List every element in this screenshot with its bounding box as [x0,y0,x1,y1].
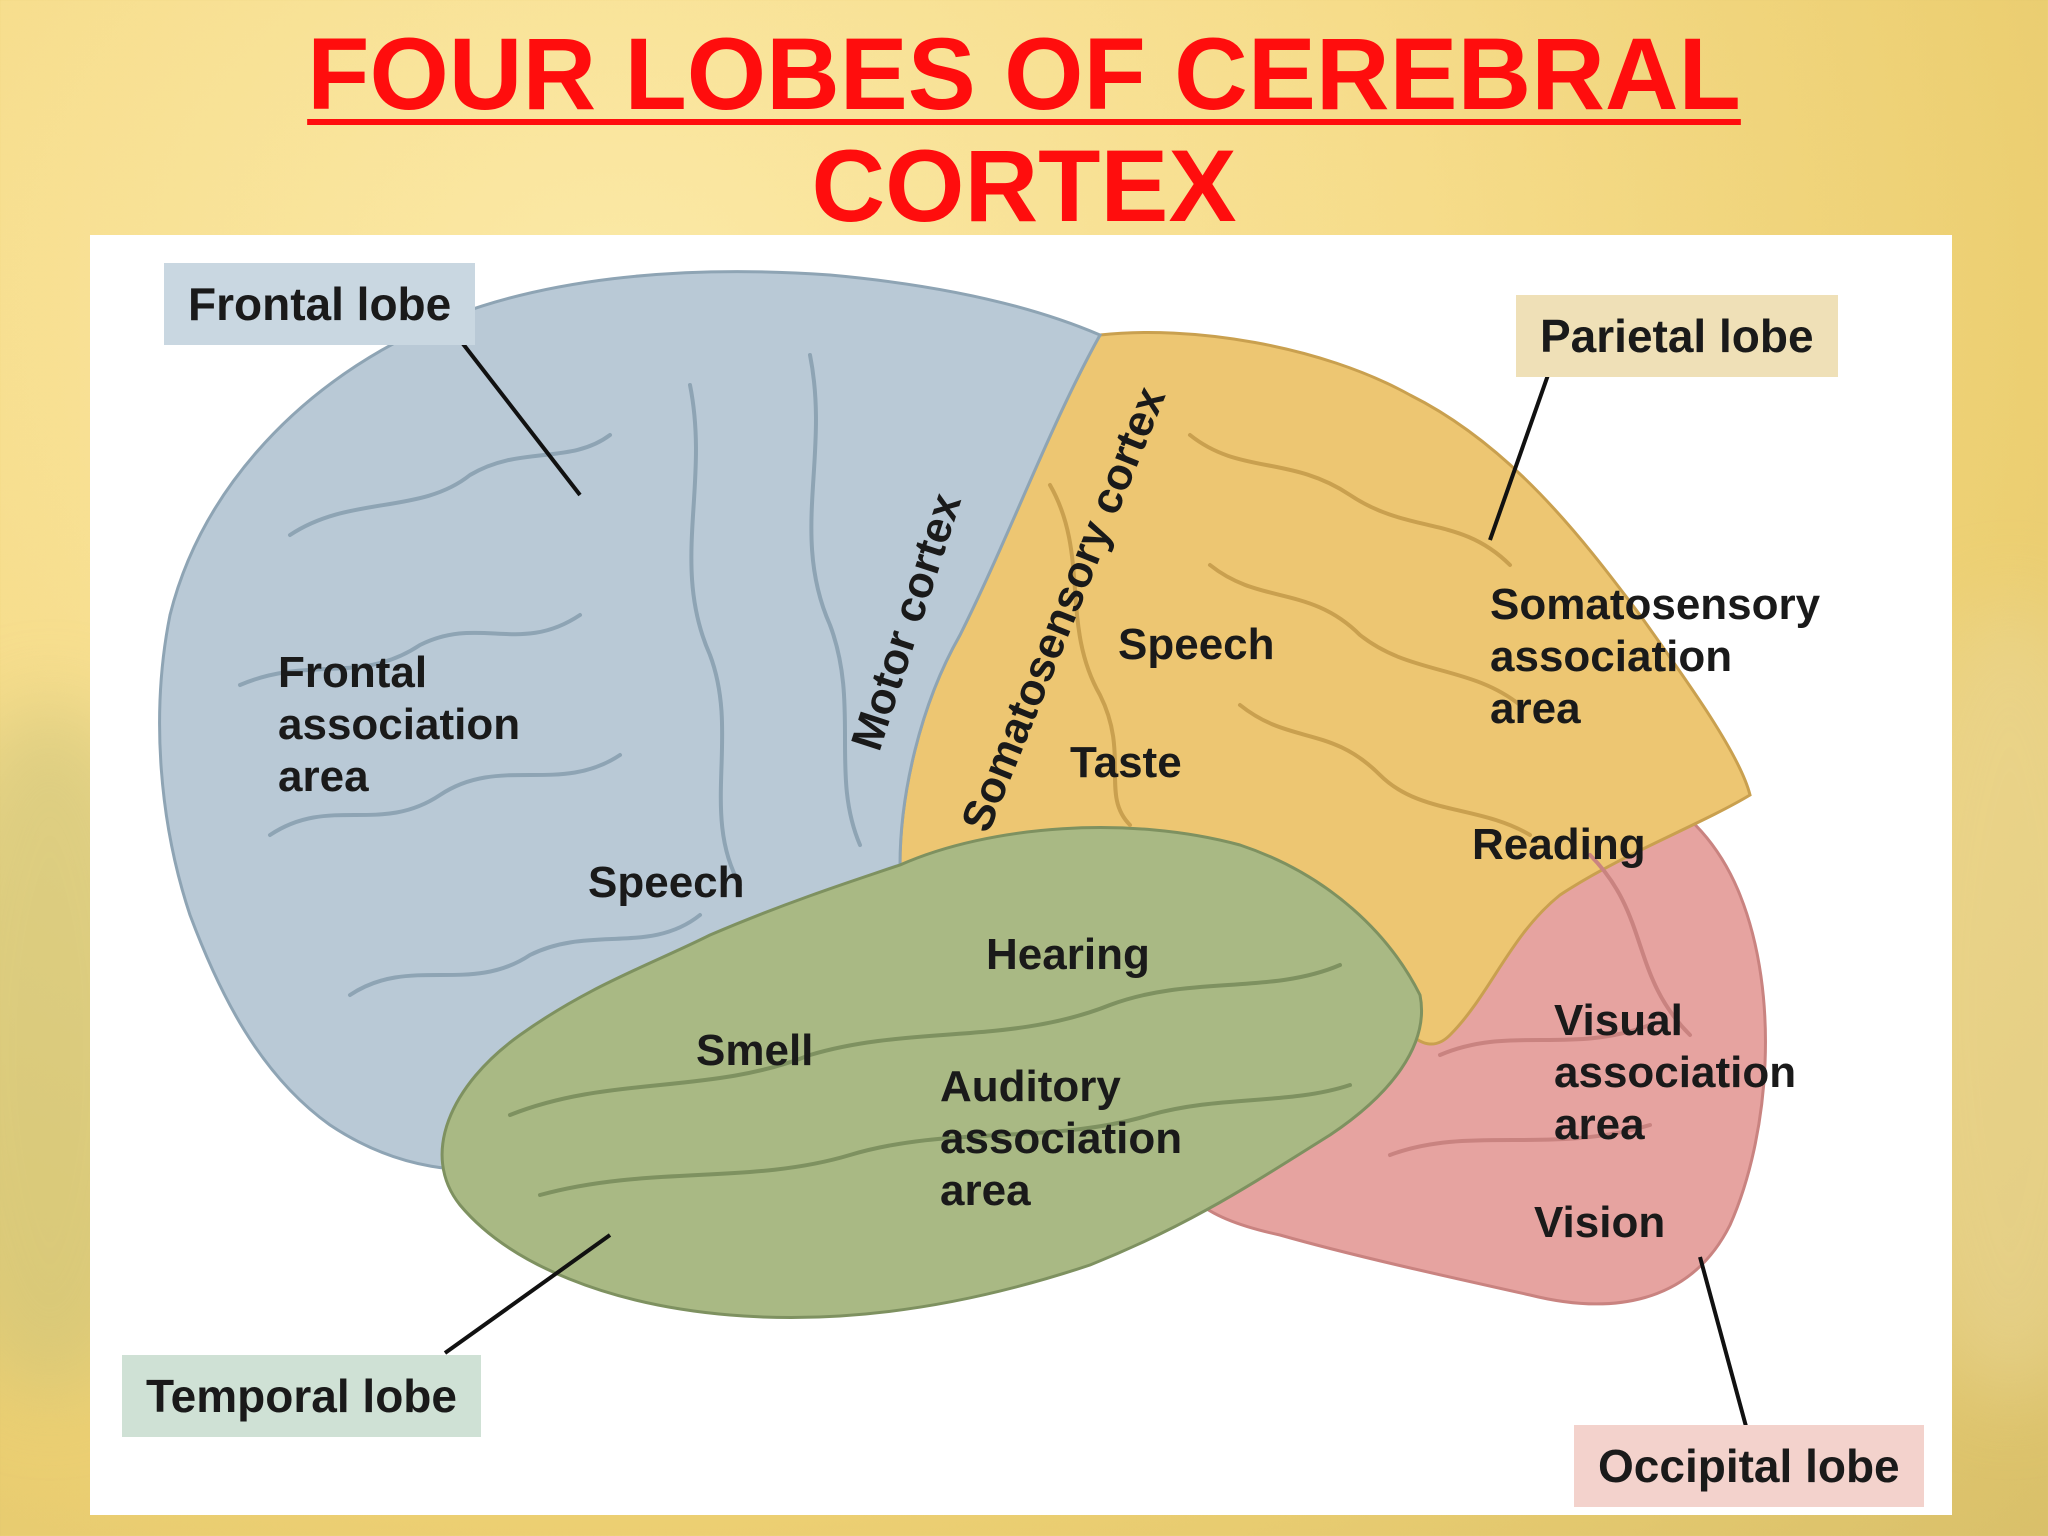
temporal-leader-line [443,1233,612,1355]
reading-label: Reading [1472,820,1646,869]
diagram-panel: Frontal lobe Parietal lobe Temporal lobe… [90,235,1952,1515]
speech-frontal-label: Speech [588,858,745,907]
frontal-leader-line [458,338,582,497]
frontal-assoc-line-2: association [278,700,521,749]
frontal-lobe-text: Frontal lobe [188,278,452,330]
speech-parietal-label: Speech [1118,620,1275,669]
hearing-label: Hearing [986,930,1150,979]
leader-lines [443,338,1749,1431]
occipital-gyri [1388,853,1692,1157]
parietal-leader-line [1488,374,1550,541]
visual-association-area-label: Visual association area [1554,995,1796,1151]
frontal-lobe-label: Frontal lobe [164,263,476,345]
auditory-association-area-label: Auditory association area [940,1061,1182,1217]
vision-label: Vision [1534,1198,1666,1247]
temporal-gyri [508,963,1352,1197]
frontal-assoc-line-1: Frontal [278,648,428,697]
parietal-gyri [1048,433,1532,837]
visual-assoc-line-2: association [1554,1048,1797,1097]
title-line-1: FOUR LOBES OF CEREBRAL [307,17,1741,131]
occipital-lobe-label: Occipital lobe [1574,1425,1924,1507]
somato-assoc-line-2: association [1490,632,1733,681]
parietal-lobe-text: Parietal lobe [1540,310,1814,362]
occipital-lobe-text: Occipital lobe [1598,1440,1900,1492]
visual-assoc-line-1: Visual [1554,996,1683,1045]
occipital-leader-line [1698,1256,1749,1431]
auditory-assoc-line-1: Auditory [940,1062,1121,1111]
brain-illustration [158,270,1767,1431]
smell-label: Smell [696,1026,814,1075]
auditory-assoc-line-2: association [940,1114,1183,1163]
page-title: FOUR LOBES OF CEREBRAL CORTEX [0,18,2048,242]
title-line-2: CORTEX [811,129,1237,243]
parietal-lobe-label: Parietal lobe [1516,295,1838,377]
frontal-gyri [238,353,862,997]
temporal-lobe-text: Temporal lobe [146,1370,457,1422]
frontal-lobe-shape [158,270,1103,1171]
auditory-assoc-line-3: area [940,1166,1031,1215]
somatosensory-association-area-label: Somatosensory association area [1490,579,1820,735]
visual-assoc-line-3: area [1554,1100,1645,1149]
temporal-lobe-label: Temporal lobe [122,1355,481,1437]
temporal-lobe-shape [440,826,1423,1320]
taste-label: Taste [1070,738,1182,787]
somato-assoc-line-3: area [1490,684,1581,733]
somato-assoc-line-1: Somatosensory [1490,580,1821,629]
frontal-association-area-label: Frontal association area [278,647,520,803]
frontal-assoc-line-3: area [278,752,369,801]
